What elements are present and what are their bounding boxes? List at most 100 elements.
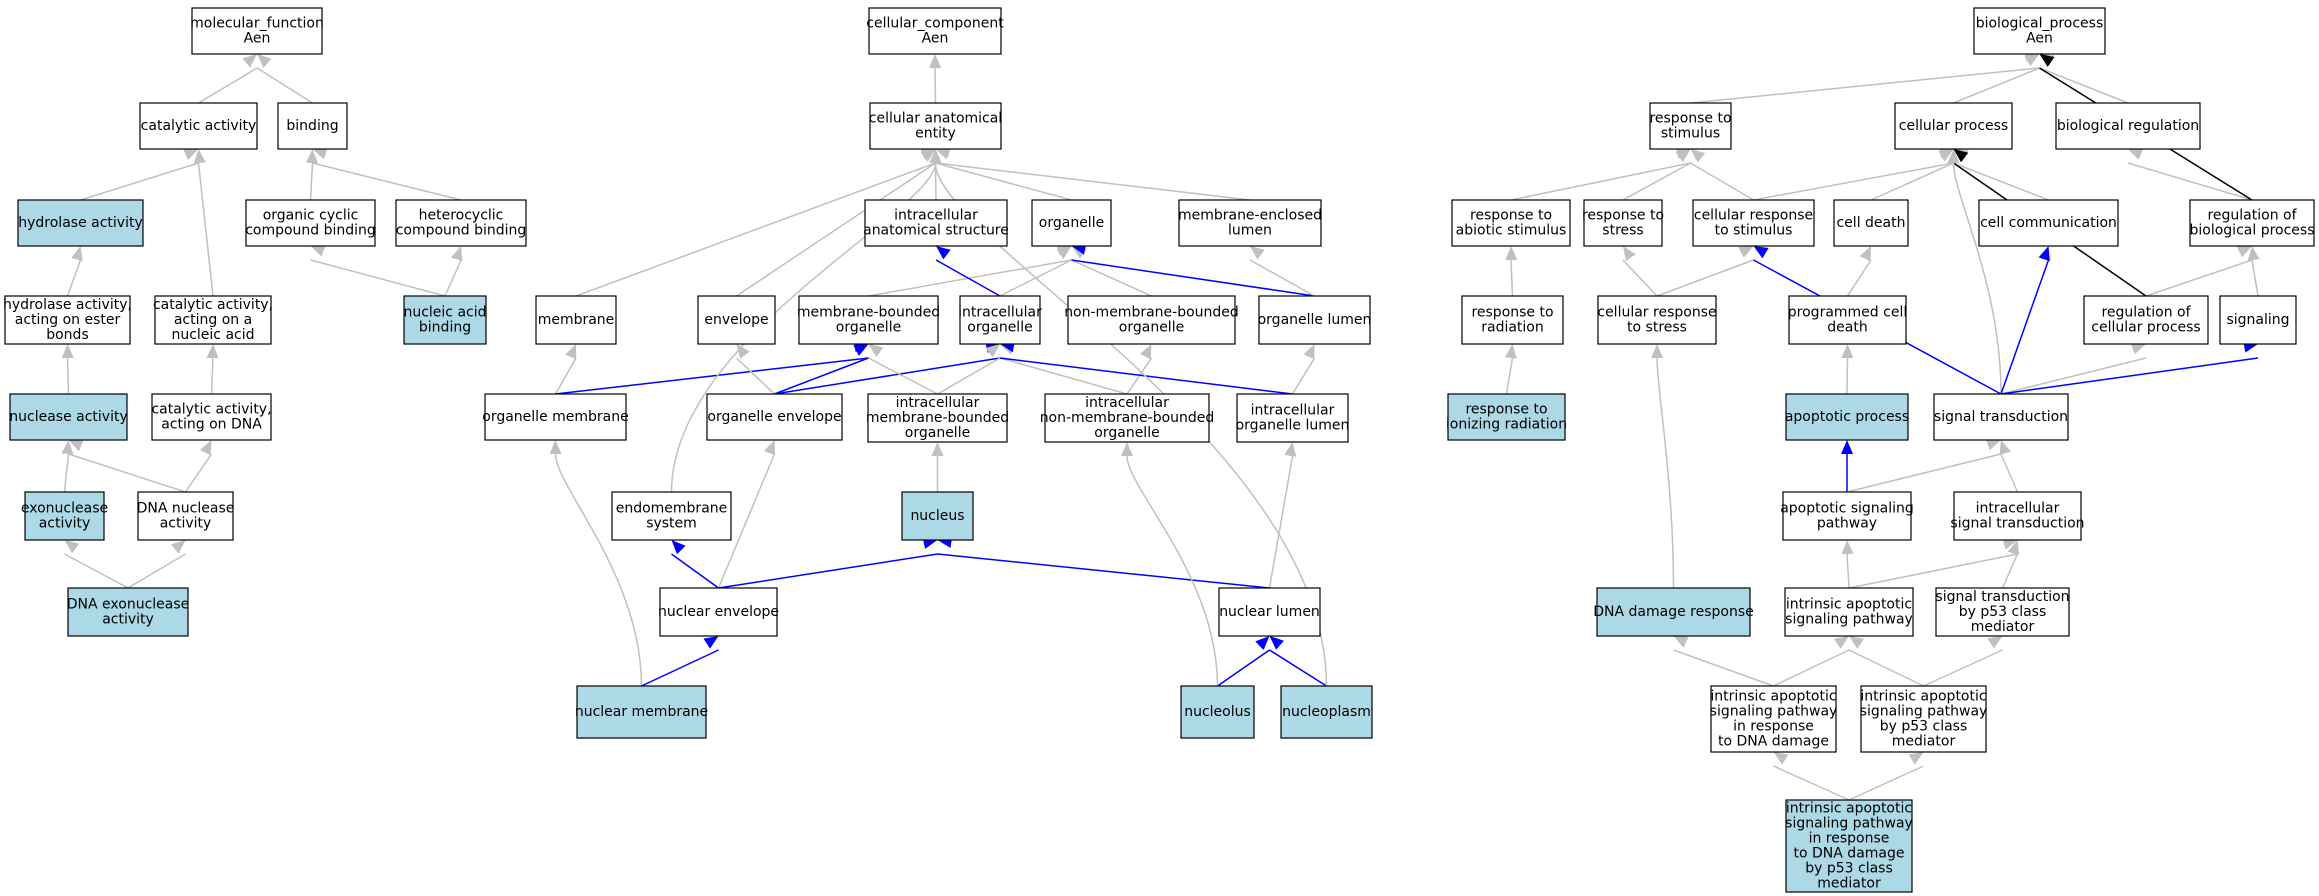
node-label: signal transduction [1935, 589, 2069, 605]
edge-line [1753, 162, 1954, 201]
edge-line [934, 67, 937, 104]
edge-inmbo-to-nmbo [1126, 344, 1153, 395]
edge-line [1952, 162, 2002, 395]
node-box [17, 199, 144, 247]
edge-organelle-to-cae [935, 148, 1072, 201]
edge-hydrolase-to-catalytic [80, 149, 199, 201]
node-box [1788, 295, 1907, 345]
edge-envelope-to-cae [736, 149, 936, 297]
edge-line [1690, 162, 1754, 201]
edge-line [1773, 649, 1850, 687]
edge-line [937, 357, 1001, 395]
node-label: endomembrane [616, 501, 728, 517]
node-box [659, 587, 778, 637]
arrowhead [1675, 149, 1691, 163]
edge-line [2000, 357, 2259, 395]
edge-line [1126, 357, 1153, 395]
node-label: organelle lumen [1258, 312, 1372, 328]
arrowhead [2024, 54, 2040, 67]
node-label: activity [160, 516, 212, 532]
arrowhead [451, 246, 463, 262]
arrowhead [2002, 538, 2018, 550]
edge-nucleic_binding-to-hetero [444, 246, 463, 297]
node-label: in response [1809, 831, 1890, 847]
arrowhead [71, 246, 83, 262]
node-label: nuclear envelope [658, 604, 779, 620]
node-label: response to [1582, 208, 1664, 224]
arrowhead [310, 245, 326, 257]
node-nucleoplasm: nucleoplasm [1280, 685, 1373, 739]
node-label: nuclease activity [9, 409, 128, 425]
node-box [1833, 199, 1909, 247]
edge-ras-to-rts [1510, 147, 1691, 201]
node-label: envelope [704, 312, 768, 328]
edge-mbo-to-organelle [868, 243, 1072, 297]
node-label: to DNA damage [1718, 734, 1829, 750]
node-box [869, 102, 1002, 150]
node-box [1451, 199, 1571, 247]
node-box [1894, 102, 2013, 150]
node-label: stress [1602, 223, 1643, 239]
arrowhead [61, 440, 74, 455]
node-label: cellular process [2091, 320, 2200, 336]
node-box [4, 295, 131, 345]
edge-line [670, 162, 937, 493]
arrowhead [1738, 246, 1754, 258]
edge-iasp_dna-to-iasp [1773, 636, 1850, 687]
edges-layer [61, 50, 2260, 801]
edge-line [1505, 357, 1514, 395]
edge-hydro_ester-to-hydrolase [66, 246, 83, 297]
edge-line [774, 357, 1001, 395]
node-nuclease: nuclease activity [9, 393, 128, 441]
edge-iasp_p53-to-iasp [1848, 636, 1924, 687]
edge-line [717, 453, 776, 589]
node-label: cellular response [1694, 208, 1813, 224]
node-label: death [1827, 320, 1867, 336]
edge-line [68, 453, 186, 493]
node-label: signal transduction [1934, 409, 2068, 425]
node-label: apoptotic process [1785, 409, 1909, 425]
arrowhead [1938, 149, 1954, 162]
node-label: activity [102, 612, 154, 628]
edge-line [2145, 259, 2253, 297]
edge-nenv-to-nucleus [718, 537, 938, 589]
node-box [67, 587, 189, 637]
edge-cat_dna-to-cat_nucleic [206, 344, 219, 395]
node-box [867, 393, 1008, 443]
arrowhead [68, 440, 84, 452]
edge-iasp_dna_p53-to-iasp_p53 [1848, 752, 1924, 801]
node-box [1710, 685, 1837, 753]
node-label: cellular response [1597, 305, 1716, 321]
node-box [1178, 199, 1322, 247]
arrowhead [305, 149, 318, 164]
node-box [277, 102, 348, 150]
edge-line [1656, 357, 1675, 589]
edge-catalytic-to-mf [198, 54, 258, 104]
node-label: heterocyclic [419, 208, 504, 224]
node-box [1785, 799, 1913, 893]
node-label: exonuclease [21, 501, 108, 517]
edge-line [555, 357, 869, 395]
edge-nucleic_binding-to-org_cyclic [310, 245, 446, 297]
node-label: binding [419, 320, 471, 336]
node-label: molecular_function [190, 16, 324, 32]
edge-line [1249, 259, 1315, 297]
arrowhead [1303, 344, 1315, 360]
edge-asp-to-st [1846, 438, 2002, 493]
edge-rcp-to-rbp [2145, 246, 2253, 297]
edge-st-to-rcp [2000, 342, 2147, 395]
node-label: membrane-enclosed [1178, 208, 1322, 224]
edge-line [310, 259, 446, 297]
edge-line [66, 259, 82, 297]
node-label: nuclear membrane [575, 704, 708, 720]
edge-line [1673, 649, 1774, 687]
arrowhead [929, 149, 942, 163]
